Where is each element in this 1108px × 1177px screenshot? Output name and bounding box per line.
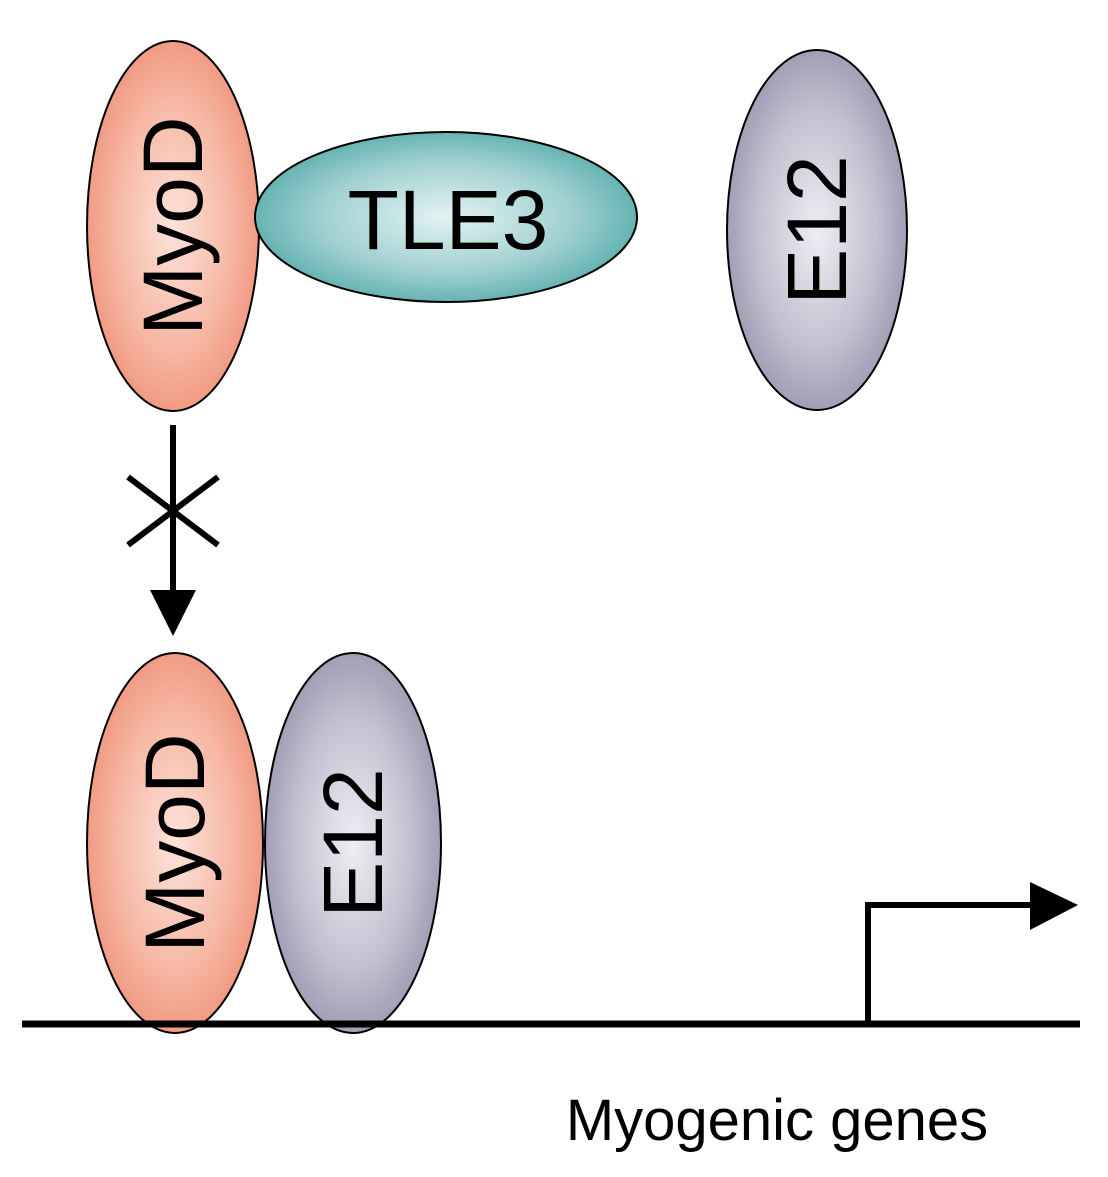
myod-ellipse-bottom bbox=[86, 652, 264, 1034]
e12-ellipse-top bbox=[726, 49, 908, 411]
arrow-head-icon bbox=[150, 590, 196, 636]
e12-protein-top: E12 bbox=[726, 49, 908, 411]
e12-ellipse-bottom bbox=[264, 652, 442, 1034]
myod-protein-bottom: MyoD bbox=[86, 652, 264, 1034]
promoter-bent-line bbox=[865, 902, 1038, 1024]
myod-protein-top: MyoD bbox=[86, 40, 260, 412]
myogenic-genes-caption: Myogenic genes bbox=[566, 1088, 988, 1153]
tle3-label: TLE3 bbox=[348, 173, 549, 267]
e12-protein-bottom: E12 bbox=[264, 652, 442, 1034]
e12-label-top: E12 bbox=[770, 155, 864, 304]
tle3-protein: TLE3 bbox=[254, 131, 638, 303]
myod-label-top: MyoD bbox=[126, 116, 220, 335]
blocked-binding-arrow bbox=[126, 425, 220, 636]
promoter-arrow-head bbox=[1030, 882, 1078, 930]
transcription-start-arrow-icon bbox=[865, 882, 1078, 1024]
e12-label-bottom: E12 bbox=[306, 768, 400, 917]
cross-mark-stroke-2 bbox=[126, 474, 220, 548]
tle3-ellipse bbox=[254, 131, 638, 303]
myod-label-bottom: MyoD bbox=[128, 733, 222, 952]
